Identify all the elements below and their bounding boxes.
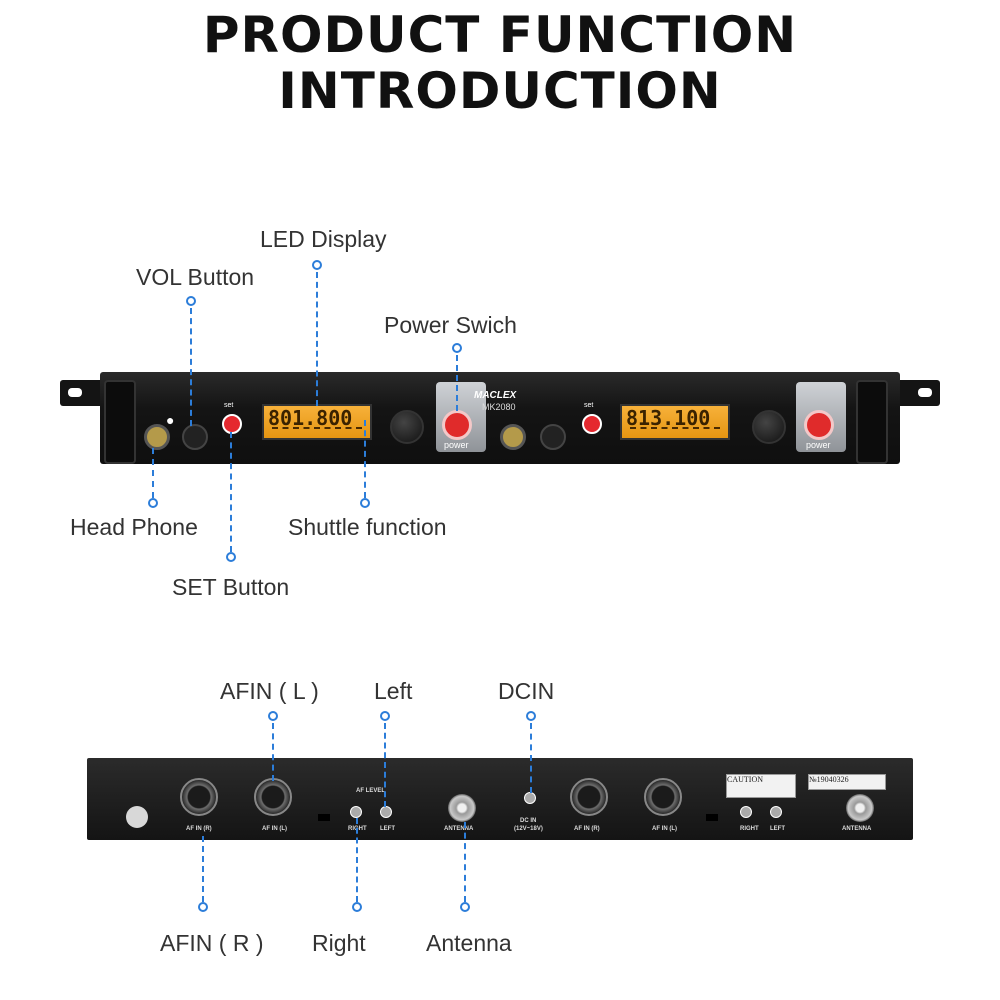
callout-line-led (316, 272, 318, 406)
rear-text-dc-in: DC IN (520, 818, 537, 824)
serial-sticker: №19040326 (808, 774, 886, 790)
power-button-1[interactable] (442, 410, 472, 440)
callout-line-antenna (464, 822, 466, 902)
headphone-jack-2[interactable] (500, 424, 526, 450)
callout-line-shuttle (364, 420, 366, 498)
rear-text-afin-l-2: AF IN (L) (652, 826, 677, 832)
label-head-phone: Head Phone (70, 514, 198, 540)
label-left: Left (374, 678, 413, 704)
label-right: Right (312, 930, 366, 956)
page-title-line1: PRODUCT FUNCTION (202, 6, 798, 64)
power-text-2: power (806, 440, 831, 450)
vol-button-2[interactable] (540, 424, 566, 450)
callout-dot-dcin (526, 711, 536, 721)
rear-text-afin-l-1: AF IN (L) (262, 826, 287, 832)
lcd-display-1: 801.800 (262, 404, 372, 440)
callout-line-headphone (152, 448, 154, 498)
dc-in-jack[interactable] (524, 792, 536, 804)
label-afin-r: AFIN ( R ) (160, 930, 264, 956)
label-afin-l: AFIN ( L ) (220, 678, 319, 704)
callout-dot-led (312, 260, 322, 270)
rear-port-1 (318, 814, 330, 821)
set-text-1: set (224, 402, 234, 409)
antenna-connector-1[interactable] (448, 794, 476, 822)
callout-line-dcin (530, 723, 532, 793)
rear-text-antenna-2: ANTENNA (842, 826, 872, 832)
serial-number: №19040326 (809, 775, 849, 784)
label-set-button: SET Button (172, 574, 290, 600)
rear-text-left-1: LEFT (380, 826, 395, 832)
rear-round-sticker (126, 806, 148, 828)
label-power-switch: Power Swich (384, 312, 517, 338)
headphone-jack-1[interactable] (144, 424, 170, 450)
antenna-connector-2[interactable] (846, 794, 874, 822)
rear-text-right-2: RIGHT (740, 826, 759, 832)
callout-dot-headphone (148, 498, 158, 508)
caution-text: CAUTION (727, 775, 763, 784)
xlr-afin-r-1[interactable] (180, 778, 218, 816)
power-button-2[interactable] (804, 410, 834, 440)
callout-dot-vol (186, 296, 196, 306)
rack-handle-left (104, 380, 136, 464)
headphone-icon: ● (166, 412, 175, 428)
shuttle-knob-2[interactable] (752, 410, 786, 444)
callout-line-power (456, 355, 458, 411)
callout-line-afin-l (272, 723, 274, 781)
shuttle-knob-1[interactable] (390, 410, 424, 444)
xlr-afin-l-2[interactable] (644, 778, 682, 816)
callout-line-vol (190, 308, 192, 426)
lcd-display-2: 813.100 (620, 404, 730, 440)
lcd-frequency-1: 801.800 (268, 406, 353, 430)
label-shuttle-function: Shuttle function (288, 514, 447, 540)
label-vol-button: VOL Button (136, 264, 255, 290)
model-number: MK2080 (482, 402, 516, 412)
trim-left-2[interactable] (770, 806, 782, 818)
callout-line-right (356, 818, 358, 902)
set-text-2: set (584, 402, 594, 409)
trim-right-2[interactable] (740, 806, 752, 818)
rear-text-antenna-1: ANTENNA (444, 826, 474, 832)
callout-dot-antenna (460, 902, 470, 912)
rear-text-afin-r-2: AF IN (R) (574, 826, 600, 832)
trim-left-1[interactable] (380, 806, 392, 818)
rear-text-dc-spec: (12V~18V) (514, 826, 543, 832)
brand-logo: MACLEX (474, 390, 517, 401)
rear-panel (87, 758, 913, 840)
label-antenna: Antenna (426, 930, 512, 956)
rack-handle-right (856, 380, 888, 464)
callout-dot-afin-l (268, 711, 278, 721)
rear-port-2 (706, 814, 718, 821)
rear-text-afin-r-1: AF IN (R) (186, 826, 212, 832)
set-button-2[interactable] (582, 414, 602, 434)
rack-ear-right (892, 380, 940, 406)
callout-line-afin-r (202, 836, 204, 902)
callout-dot-set (226, 552, 236, 562)
label-dcin: DCIN (498, 678, 555, 704)
xlr-afin-r-2[interactable] (570, 778, 608, 816)
lcd-frequency-2: 813.100 (626, 406, 711, 430)
rear-text-left-2: LEFT (770, 826, 785, 832)
callout-dot-shuttle (360, 498, 370, 508)
xlr-afin-l-1[interactable] (254, 778, 292, 816)
set-button-1[interactable] (222, 414, 242, 434)
rear-text-af-level-1: AF LEVEL (356, 788, 386, 794)
page-title-line2: INTRODUCTION (278, 62, 722, 120)
power-text-1: power (444, 440, 469, 450)
callout-dot-right (352, 902, 362, 912)
trim-right-1[interactable] (350, 806, 362, 818)
callout-dot-afin-r (198, 902, 208, 912)
callout-line-set (230, 432, 232, 552)
vol-button-1[interactable] (182, 424, 208, 450)
callout-dot-power (452, 343, 462, 353)
caution-sticker: CAUTION (726, 774, 796, 798)
label-led-display: LED Display (260, 226, 387, 252)
callout-dot-left (380, 711, 390, 721)
callout-line-left (384, 723, 386, 807)
